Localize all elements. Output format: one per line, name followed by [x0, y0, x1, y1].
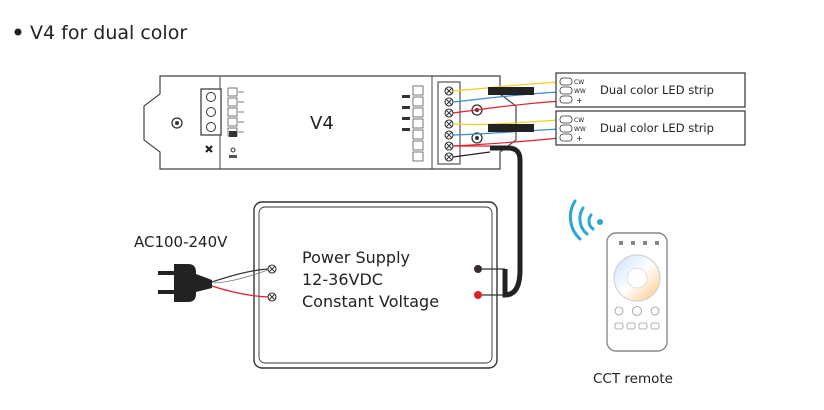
strip-1-pin-plus: +: [576, 96, 583, 105]
power-supply-line3: Constant Voltage: [302, 292, 439, 311]
power-supply: Power Supply 12-36VDC Constant Voltage: [253, 201, 498, 369]
connector-block: [200, 88, 222, 136]
strip-2-pin-ww: WW: [574, 126, 586, 133]
wireless-signal-icon: [568, 199, 603, 241]
heading-bullet: [14, 28, 22, 36]
cable-sleeve-1: [488, 87, 534, 95]
strip-2-label: Dual color LED strip: [600, 121, 714, 135]
zone-indicators: [619, 241, 659, 245]
led-indicator-icon: [230, 147, 236, 153]
strip-1-label: Dual color LED strip: [600, 83, 714, 97]
page-heading: V4 for dual color: [30, 22, 187, 44]
power-supply-line2: 12-36VDC: [302, 270, 383, 289]
cct-remote: [606, 232, 668, 352]
power-supply-line1: Power Supply: [302, 248, 410, 267]
output-diodes: [402, 95, 410, 131]
dc-terminal-positive: [474, 291, 482, 299]
dc-terminal-negative: [474, 265, 482, 273]
remote-label: CCT remote: [593, 371, 673, 387]
ac-input-label: AC100-240V: [134, 233, 228, 251]
output-wires: [452, 81, 561, 147]
led-strip-1: CW WW + Dual color LED strip: [555, 72, 746, 108]
strip-1-pin-cw: CW: [574, 79, 584, 86]
controller-label: V4: [310, 113, 334, 134]
dc-cable: [490, 145, 523, 298]
remote-buttons: [614, 306, 660, 330]
cable-sleeve-2: [488, 124, 534, 132]
strip-1-pin-ww: WW: [574, 88, 586, 95]
ac-plug-icon: [158, 264, 212, 302]
strip-2-pin-plus: +: [576, 134, 583, 143]
strip-2-pin-cw: CW: [574, 117, 584, 124]
led-strip-2: CW WW + Dual color LED strip: [555, 110, 746, 146]
cross-mark-icon: [205, 145, 213, 153]
v4-controller: V4: [143, 75, 517, 170]
